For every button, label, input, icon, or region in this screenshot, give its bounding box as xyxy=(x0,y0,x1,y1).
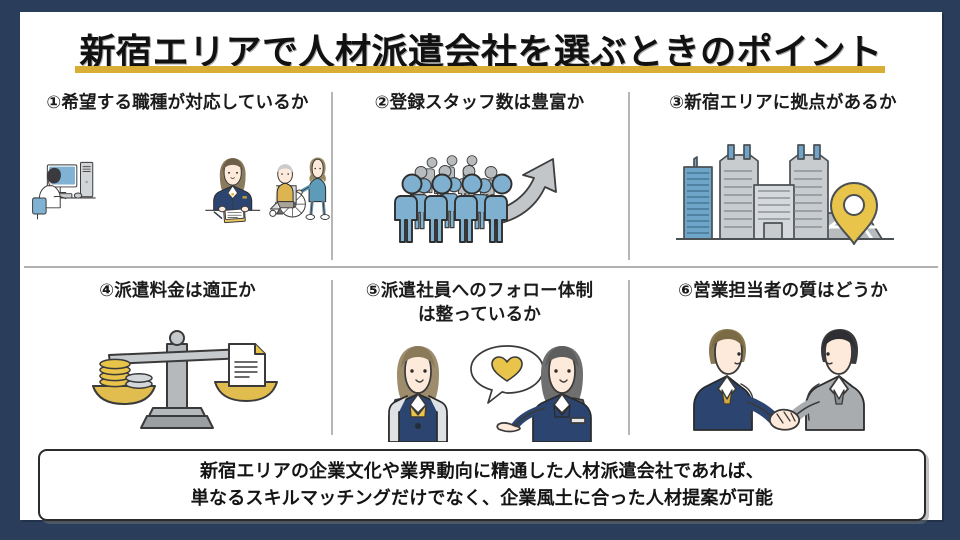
business-woman-at-desk-icon xyxy=(205,157,261,223)
point-heading-3: ③新宿エリアに拠点があるか xyxy=(669,93,897,113)
point-illustration-5 xyxy=(331,327,628,452)
caregiver-with-wheelchair-icon xyxy=(269,157,331,220)
point-illustration-3 xyxy=(628,116,938,264)
point-card-4: ④派遣料金は適正か xyxy=(24,280,331,452)
point-illustration-6 xyxy=(628,304,938,452)
point-illustration-2 xyxy=(331,116,628,264)
point-card-3: ③新宿エリアに拠点があるか xyxy=(628,92,938,264)
grid-divider-vertical xyxy=(331,92,333,260)
point-heading-6: ⑥営業担当者の質はどうか xyxy=(678,281,888,301)
balance-scale-icon xyxy=(91,329,278,429)
point-card-5: ⑤派遣社員へのフォロー体制 は整っているか xyxy=(331,280,628,452)
crowd-with-growth-arrow-icon xyxy=(393,155,557,243)
grid-divider-vertical xyxy=(331,280,333,435)
point-heading-5-line2: は整っているか xyxy=(417,304,541,325)
point-card-1: ①希望する職種が対応しているか xyxy=(24,92,331,264)
summary-box: 新宿エリアの企業文化や業界動向に精通した人材派遣会社であれば、 単なるスキルマッ… xyxy=(38,449,926,521)
summary-line-2: 単なるスキルマッチングだけでなく、企業風土に合った人材提案が可能 xyxy=(190,488,774,509)
point-heading-2: ②登録スタッフ数は豊富か xyxy=(374,93,585,113)
handshake-businessmen-icon xyxy=(693,328,865,431)
point-heading-1: ①希望する職種が対応しているか xyxy=(46,93,309,113)
title-underline-accent xyxy=(75,66,885,73)
points-grid: ①希望する職種が対応しているか xyxy=(24,88,938,442)
point-illustration-4 xyxy=(24,304,331,452)
two-staff-with-heart-bubble-icon xyxy=(387,344,592,442)
open-hand-icon xyxy=(495,421,521,432)
tokyo-metropolitan-building-map-pin-icon xyxy=(676,143,894,245)
point-heading-4: ④派遣料金は適正か xyxy=(99,281,256,301)
grid-divider-horizontal xyxy=(24,266,938,268)
point-card-2: ②登録スタッフ数は豊富か xyxy=(331,92,628,264)
grid-divider-vertical xyxy=(628,280,630,435)
office-worker-clerk-caregiver-icon xyxy=(32,161,96,220)
point-heading-5-line1: ⑤派遣社員へのフォロー体制 xyxy=(365,281,594,301)
summary-line-1: 新宿エリアの企業文化や業界動向に精通した人材派遣会社であれば、 xyxy=(199,461,765,482)
point-heading-5: ⑤派遣社員へのフォロー体制 は整っているか xyxy=(366,280,593,327)
point-illustration-1 xyxy=(24,116,331,264)
grid-divider-vertical xyxy=(628,92,630,260)
point-card-6: ⑥営業担当者の質はどうか xyxy=(628,280,938,452)
page-title: 新宿エリアで人材派遣会社を選ぶときのポイント xyxy=(20,14,942,84)
heart-icon xyxy=(490,355,523,382)
